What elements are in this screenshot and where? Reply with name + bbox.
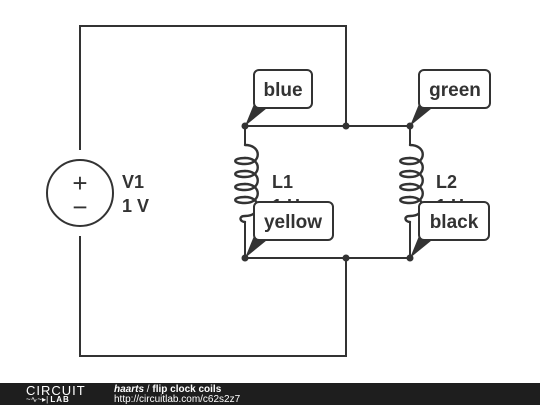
schematic-canvas: + − V1 1 V L1 1 H L2 1 H blue green — [46, 25, 491, 357]
circuitlab-logo[interactable]: CIRCUIT — [26, 384, 86, 397]
v1-plus-sign: + — [72, 168, 87, 198]
circuit-url-link[interactable]: http://circuitlab.com/c62s2z7 — [114, 394, 241, 405]
v1-minus-sign: − — [72, 192, 87, 222]
net-label-black-text: black — [430, 212, 479, 233]
net-label-green[interactable]: green — [410, 69, 491, 126]
credit-separator: / — [144, 384, 153, 395]
credit-line: haarts / flip clock coils — [114, 384, 221, 395]
logo-wordmark-bottom: LAB — [50, 395, 70, 404]
circuitlab-logo-sub: ~∿~▸| LAB — [26, 395, 70, 404]
footer-bar: CIRCUIT ~∿~▸| LAB haarts / flip clock co… — [0, 383, 540, 405]
inductor-l2[interactable] — [399, 143, 424, 224]
circuit-title[interactable]: flip clock coils — [152, 384, 222, 395]
l2-name-label: L2 — [436, 172, 457, 192]
wire-left-top — [79, 25, 347, 150]
junction-node — [342, 254, 350, 262]
voltage-source-v1[interactable]: + − — [46, 159, 114, 227]
logo-wordmark-top: CIRCUIT — [26, 383, 86, 398]
net-label-yellow-text: yellow — [264, 212, 322, 233]
net-label-blue[interactable]: blue — [245, 69, 313, 126]
wire-left-bottom — [79, 236, 347, 357]
l1-name-label: L1 — [272, 172, 293, 192]
v1-value-label: 1 V — [122, 196, 149, 216]
net-label-black[interactable]: black — [410, 201, 490, 258]
net-label-blue-text: blue — [263, 80, 302, 101]
junction-node — [342, 122, 350, 130]
net-label-yellow[interactable]: yellow — [245, 201, 334, 258]
resistor-glyph-icon: ~∿~▸| — [26, 395, 49, 404]
net-label-green-text: green — [429, 80, 481, 101]
inductor-l1[interactable] — [234, 143, 259, 224]
v1-name-label: V1 — [122, 172, 144, 192]
author-link[interactable]: haarts — [114, 384, 145, 395]
